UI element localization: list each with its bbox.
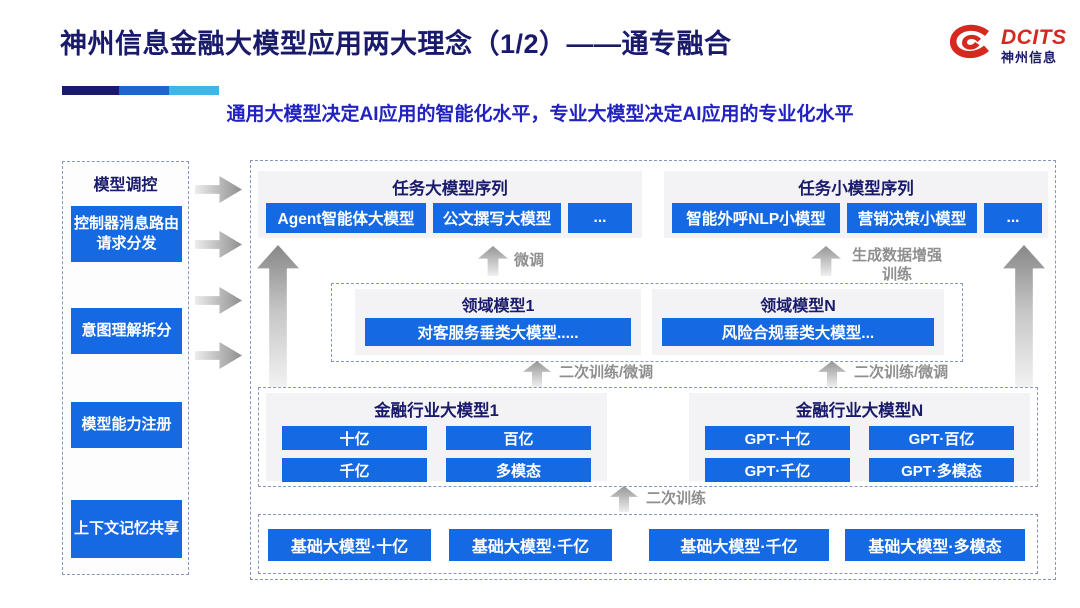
model-box-10b: 百亿 (446, 426, 591, 450)
label-gen-data-training: 生成数据增强训练 (851, 247, 942, 283)
model-box-multimodal: 多模态 (446, 458, 591, 482)
model-box-base-1b: 基础大模型·十亿 (268, 529, 431, 561)
task-small-model-group: 任务小模型序列 智能外呼NLP小模型 营销决策小模型 ... (664, 171, 1048, 238)
label-retrain-finetune: 二次训练/微调 (559, 364, 654, 381)
domain-model-1-group: 领域模型1 对客服务垂类大模型..... (355, 289, 641, 355)
right-arrow-icon (195, 176, 242, 203)
sidebar-item-intent: 意图理解拆分 (71, 308, 182, 354)
model-box-ellipsis: ... (568, 203, 632, 233)
model-box-gpt-10b: GPT·百亿 (869, 426, 1014, 450)
dcits-swoosh-icon (944, 22, 996, 69)
model-box-100b: 千亿 (282, 458, 427, 482)
logo-brand-text: DCITS (1001, 26, 1067, 49)
model-box-document: 公文撰写大模型 (433, 203, 561, 233)
group-title: 任务大模型序列 (392, 180, 508, 198)
model-box-base-100b: 基础大模型·千亿 (449, 529, 612, 561)
industry-model-1-group: 金融行业大模型1 十亿 百亿 千亿 多模态 (266, 393, 607, 482)
model-box-customer-service: 对客服务垂类大模型..... (365, 318, 631, 346)
sidebar-item-context: 上下文记忆共享 (71, 500, 182, 558)
right-arrow-icon (195, 287, 242, 314)
model-box-1b: 十亿 (282, 426, 427, 450)
model-box-gpt-1b: GPT·十亿 (705, 426, 850, 450)
page-title: 神州信息金融大模型应用两大理念（1/2）——通专融合 (60, 29, 732, 59)
model-box-nlp-call: 智能外呼NLP小模型 (672, 203, 840, 233)
right-arrow-icon (195, 231, 242, 258)
group-title: 金融行业大模型N (795, 402, 924, 420)
industry-model-n-group: 金融行业大模型N GPT·十亿 GPT·百亿 GPT·千亿 GPT·多模态 (689, 393, 1030, 482)
company-logo: DCITS 神州信息 (944, 22, 1067, 69)
base-models-container: 基础大模型·十亿 基础大模型·千亿 基础大模型·千亿 基础大模型·多模态 (258, 514, 1038, 574)
group-title: 领域模型1 (461, 298, 535, 315)
title-accent-bar (62, 86, 219, 95)
logo-brand-cn: 神州信息 (1001, 50, 1058, 65)
group-title: 领域模型N (760, 298, 836, 315)
model-box-agent: Agent智能体大模型 (266, 203, 426, 233)
model-box-base-100b-2: 基础大模型·千亿 (649, 529, 829, 561)
model-box-gpt-multimodal: GPT·多模态 (869, 458, 1014, 482)
label-retrain: 二次训练 (646, 490, 707, 507)
task-large-model-group: 任务大模型序列 Agent智能体大模型 公文撰写大模型 ... (258, 171, 642, 238)
model-box-risk-compliance: 风险合规垂类大模型... (662, 318, 934, 346)
model-box-gpt-100b: GPT·千亿 (705, 458, 850, 482)
sidebar-item-router: 控制器消息路由请求分发 (71, 206, 182, 262)
group-title: 金融行业大模型1 (374, 402, 499, 420)
domain-model-n-group: 领域模型N 风险合规垂类大模型... (652, 289, 944, 355)
slide-subtitle: 通用大模型决定AI应用的智能化水平，专业大模型决定AI应用的专业化水平 (226, 104, 854, 125)
label-finetune: 微调 (514, 252, 545, 269)
model-box-ellipsis: ... (984, 203, 1042, 233)
sidebar-title: 模型调控 (93, 177, 158, 194)
model-box-base-multimodal: 基础大模型·多模态 (845, 529, 1025, 561)
sidebar-item-register: 模型能力注册 (71, 402, 182, 448)
label-retrain-finetune: 二次训练/微调 (854, 364, 949, 381)
group-title: 任务小模型序列 (798, 180, 914, 198)
model-control-panel: 模型调控 控制器消息路由请求分发 意图理解拆分 模型能力注册 上下文记忆共享 (62, 161, 189, 575)
right-arrow-icon (195, 342, 242, 369)
model-box-marketing: 营销决策小模型 (847, 203, 977, 233)
